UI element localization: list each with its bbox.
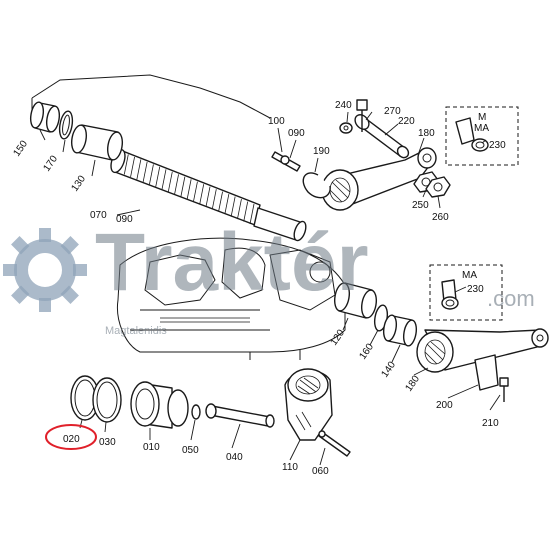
callout-200: 200 [436, 400, 453, 411]
spline-line [211, 189, 217, 210]
washer-050 [191, 404, 201, 420]
callout-260: 260 [432, 212, 449, 223]
spline-line [123, 154, 129, 175]
lift-arm-upper [321, 147, 437, 211]
pin-060 [318, 430, 351, 457]
watermark-author: Magtalenidis [105, 325, 167, 337]
spline-line [180, 176, 186, 197]
callout-ma-box: MA [462, 270, 477, 281]
spline-line [155, 166, 161, 187]
callout-020: 020 [63, 434, 80, 445]
callout-220: 220 [398, 116, 415, 127]
piston-010 [130, 381, 189, 429]
spline-line [205, 186, 211, 207]
washer-240 [339, 122, 353, 134]
spline-line [237, 198, 242, 220]
gear-tooth [39, 298, 51, 312]
watermark-gear-icon [3, 228, 87, 312]
callout-070: 070 [90, 210, 107, 221]
nut-260 [425, 176, 451, 198]
spline-line [193, 181, 198, 202]
ring-030 [92, 377, 122, 423]
callout-150: 150 [11, 138, 30, 158]
callout-090-lower: 090 [116, 214, 133, 225]
callout-140: 140 [379, 359, 398, 379]
spline-line [136, 159, 142, 180]
callout-100: 100 [268, 116, 285, 127]
callout-210: 210 [482, 418, 499, 429]
gear-tooth [3, 264, 17, 276]
watermark-suffix: .com [487, 286, 535, 311]
gear-tooth [60, 285, 79, 304]
callout-090-upper: 090 [288, 128, 305, 139]
lift-arm-lower [416, 328, 549, 391]
spline-line [218, 191, 223, 212]
splined-shaft [110, 148, 307, 242]
spline-line [224, 194, 230, 215]
gear-tooth [11, 236, 30, 255]
callout-110: 110 [282, 462, 298, 473]
gear-tooth [60, 236, 79, 255]
highlight-circle-020 [45, 424, 97, 450]
rod-040 [205, 403, 275, 428]
callout-240: 240 [335, 100, 352, 111]
callout-m-box-line1: M [478, 112, 486, 123]
sleeve-130 [70, 124, 124, 161]
bush-140 [382, 314, 418, 347]
bush-120 [333, 282, 378, 319]
spline-line [130, 156, 135, 178]
callout-270: 270 [384, 106, 401, 117]
watermark-brand: Traktér [95, 217, 369, 308]
bolt-210 [499, 377, 509, 402]
spline-line [142, 161, 148, 182]
spline-line [161, 169, 167, 190]
spline-line [249, 203, 255, 225]
callout-190: 190 [313, 146, 330, 157]
spline-line [149, 164, 154, 185]
spline-line [174, 174, 179, 195]
callout-250: 250 [412, 200, 429, 211]
callout-160: 160 [357, 341, 376, 361]
circlip-190 [302, 172, 331, 199]
callout-010: 010 [143, 442, 160, 453]
arm-110 [284, 368, 333, 441]
callout-040: 040 [226, 452, 243, 463]
spline-line [167, 171, 173, 192]
callout-180-lower: 180 [403, 373, 422, 393]
spline-line [199, 184, 205, 205]
spline-line [243, 201, 249, 222]
callout-030: 030 [99, 437, 116, 448]
callout-180-upper: 180 [418, 128, 435, 139]
callout-230-lower: 230 [467, 284, 484, 295]
detail-box-ma [429, 264, 503, 321]
pin-100 [271, 151, 301, 172]
ring-170 [58, 110, 74, 140]
bolt-270 [356, 99, 368, 132]
gear-tooth [73, 264, 87, 276]
callout-230-upper: 230 [489, 140, 506, 151]
spline-line [230, 196, 236, 217]
callout-130: 130 [69, 173, 88, 193]
callout-050: 050 [182, 445, 199, 456]
callout-060: 060 [312, 466, 329, 477]
gear-tooth [39, 228, 51, 242]
spline-line [186, 179, 192, 200]
callout-m-box-line2: MA [474, 123, 489, 134]
gear-tooth [11, 285, 30, 304]
callout-170: 170 [41, 153, 60, 173]
bush-150 [29, 101, 61, 133]
